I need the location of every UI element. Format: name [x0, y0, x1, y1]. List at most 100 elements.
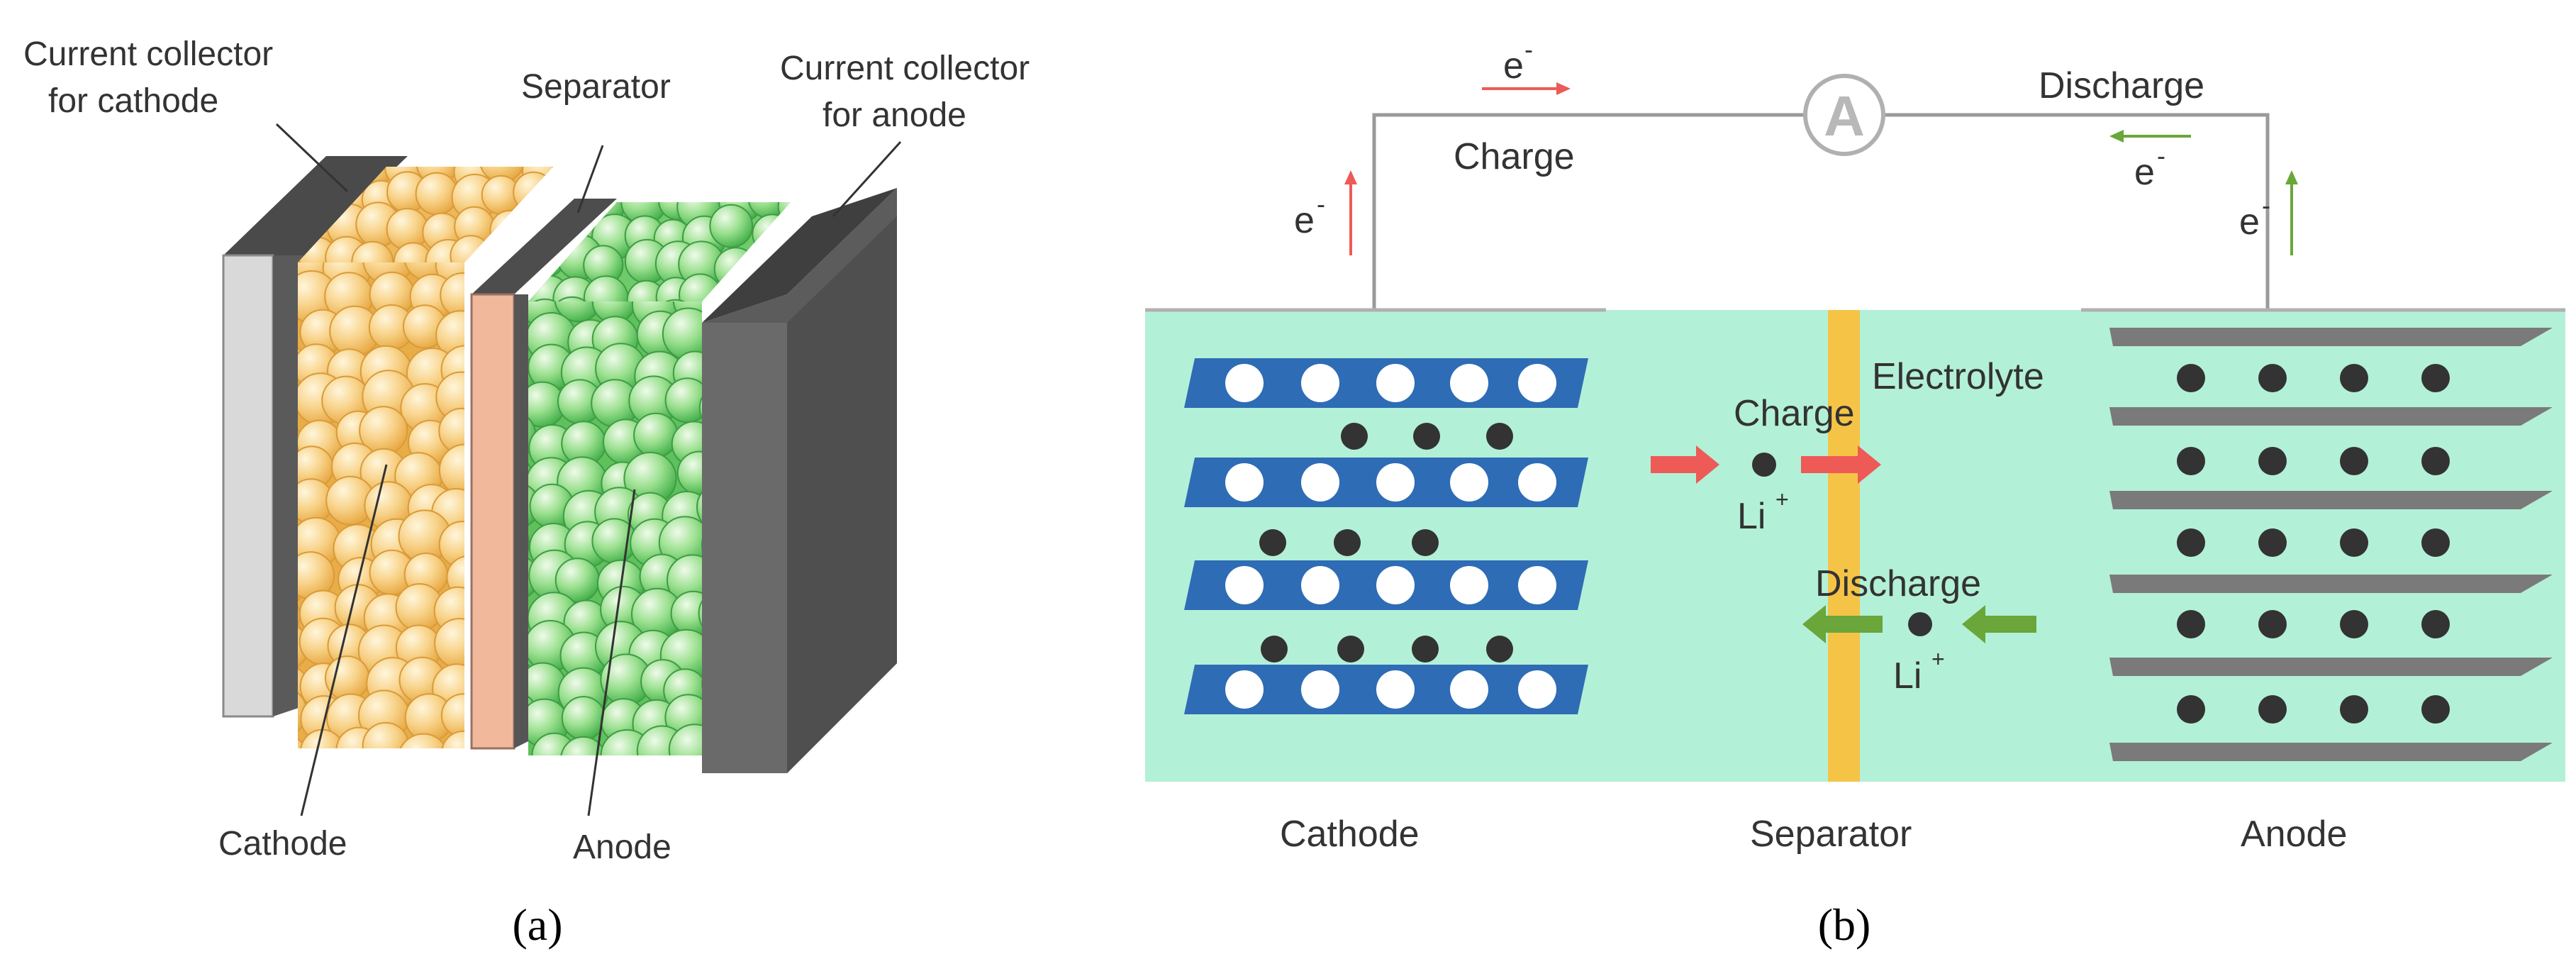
anode-particle [594, 771, 646, 823]
anode-particle [698, 384, 702, 432]
li-ion [2258, 447, 2287, 475]
cathode-site [1225, 670, 1264, 709]
charge-arrow-in [1651, 445, 1719, 484]
cathode-particle [351, 240, 394, 262]
anode-layer [2109, 743, 2553, 761]
separator-sheet [470, 199, 617, 750]
li-ion [2340, 610, 2368, 638]
anode-particle [561, 696, 606, 741]
ion-sign: + [1931, 646, 1945, 672]
anode-layer [2109, 658, 2553, 676]
li-ion [1413, 423, 1440, 450]
cathode-particle [298, 167, 303, 184]
electron-sign: - [2262, 191, 2270, 220]
li-ion [1261, 636, 1288, 663]
cathode-site [1225, 364, 1264, 402]
anode-particle [696, 482, 702, 533]
anode-particle [698, 588, 702, 639]
anode-particle [554, 301, 603, 323]
label-electrolyte: Electrolyte [1872, 356, 2044, 397]
anode-particle [559, 764, 604, 809]
label-cathode-collector-2: for cathode [48, 82, 218, 120]
electron-symbol: e [1503, 45, 1524, 87]
li-ion-label-discharge: Li + [1893, 646, 1945, 697]
electron-sign: - [1524, 35, 1533, 64]
ammeter-symbol: A [1824, 84, 1865, 148]
caption-a: (a) [512, 899, 562, 950]
anode-layers [2109, 328, 2553, 761]
li-ion [1486, 423, 1513, 450]
cathode-site [1376, 463, 1415, 502]
li-ion-discharge [1908, 612, 1932, 636]
label-cathode-collector-1: Current collector [23, 35, 273, 73]
discharge-arrow-out [1802, 605, 1883, 643]
anode-layer [2109, 575, 2553, 593]
circuit-label-charge: Charge [1454, 136, 1575, 177]
label-anode-b: Anode [2241, 814, 2347, 855]
anode-particle [701, 519, 702, 570]
cathode-particle [438, 443, 464, 497]
anode-particle [528, 519, 530, 568]
anode-particles [487, 202, 791, 823]
ion-symbol: Li [1893, 655, 1922, 697]
cathode-site [1301, 670, 1339, 709]
li-ion [1259, 529, 1286, 556]
li-ion [2258, 528, 2287, 557]
caption-b: (b) [1818, 899, 1871, 950]
li-ion [2177, 610, 2205, 638]
li-ion [2177, 528, 2205, 557]
li-ion [2340, 447, 2368, 475]
label-anode-collector-2: for anode [823, 96, 966, 134]
li-ion-label-charge: Li + [1737, 487, 1789, 537]
cathode-site [1518, 670, 1556, 709]
cathode-particle [513, 171, 553, 214]
cathode-site [1225, 463, 1264, 502]
li-ion [2177, 364, 2205, 392]
li-ion [2258, 695, 2287, 724]
electron-symbol: e [2239, 201, 2260, 243]
ammeter: A [1803, 74, 1885, 156]
li-ion [2340, 695, 2368, 724]
cathode-particle [551, 167, 553, 191]
circuit-electron-charge: e - [1482, 35, 1571, 95]
leader-lines [275, 123, 902, 816]
cathode-current-collector [222, 156, 408, 718]
label-cathode-b: Cathode [1280, 814, 1420, 855]
cathode-site [1450, 670, 1488, 709]
cathode-site [1376, 566, 1415, 604]
li-ion [1412, 529, 1439, 556]
cathode-particle [441, 730, 464, 748]
anode-layer [2109, 491, 2553, 509]
ion-symbol: Li [1737, 496, 1766, 537]
cathode-site [1301, 566, 1339, 604]
cathode-site [1376, 670, 1415, 709]
li-ion [2421, 610, 2450, 638]
electron-sign: - [2157, 141, 2165, 170]
cathode-particles [298, 167, 553, 748]
anode-particle [652, 299, 698, 301]
circuit-electron-right: e - [2239, 170, 2298, 255]
li-ion [2340, 528, 2368, 557]
anode-layer [2109, 407, 2553, 426]
li-ion [2421, 528, 2450, 557]
li-ion [2421, 447, 2450, 475]
anode-particle [625, 766, 673, 814]
cathode-particle [298, 734, 309, 748]
cathode-site [1225, 566, 1264, 604]
li-ion [2258, 610, 2287, 638]
li-ion [2421, 364, 2450, 392]
panel-b: A e - Charge e - Discharge [1145, 35, 2565, 950]
cathode-site [1450, 364, 1488, 402]
anode-particle [633, 412, 679, 458]
label-anode-collector-1: Current collector [780, 50, 1030, 87]
label-separator-b: Separator [1750, 814, 1912, 855]
panel-a: Current collector for cathode Separator … [23, 35, 1030, 950]
anode-particle [487, 769, 532, 814]
cathode-particle [300, 728, 345, 748]
li-ion [1341, 423, 1368, 450]
cathode-site [1450, 566, 1488, 604]
label-separator-a: Separator [521, 68, 671, 106]
charge-arrow-out [1801, 445, 1881, 484]
anode-particle [709, 204, 754, 248]
anode-particle [520, 775, 564, 819]
